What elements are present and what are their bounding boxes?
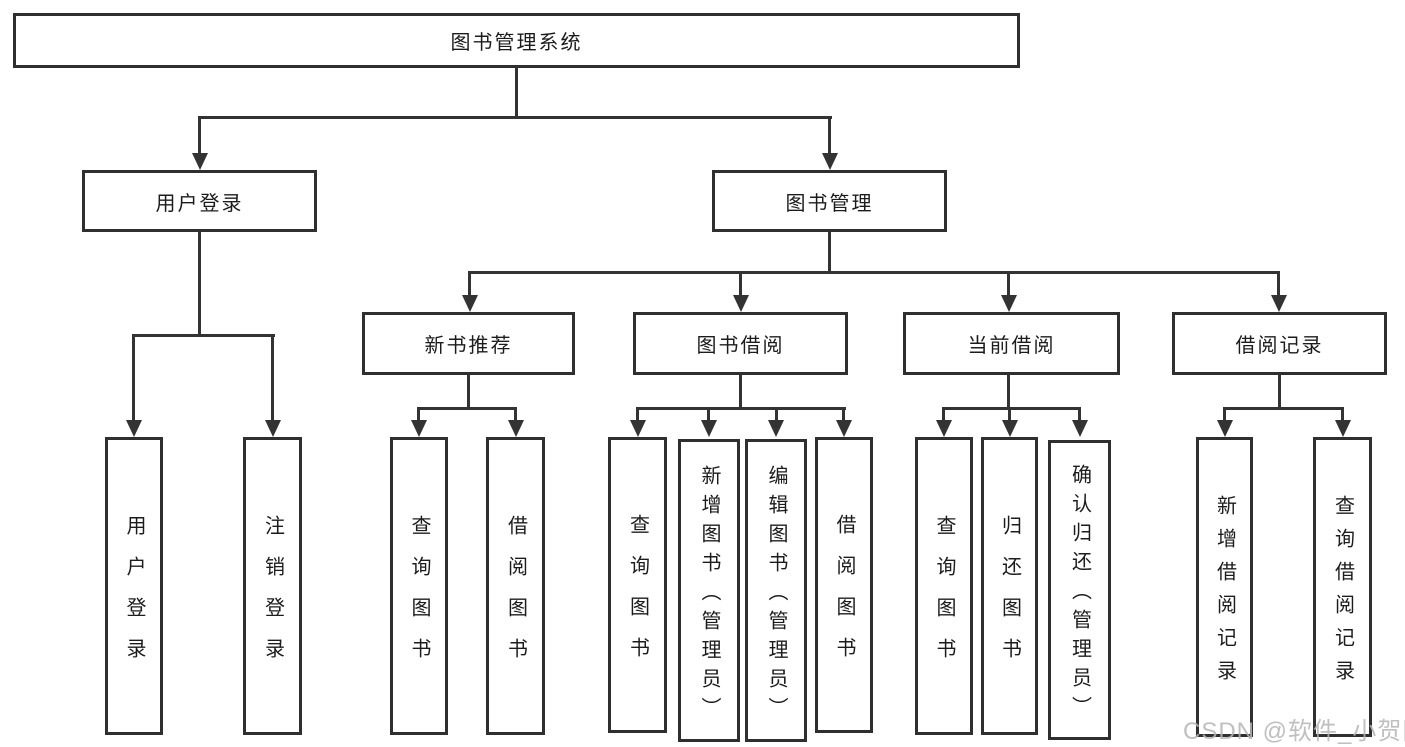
connector-line [198,116,201,154]
arrow-down-icon [462,295,478,312]
node-label: 新增图书（管理员） [698,464,720,726]
node-book-borrow: 图书借阅 [633,312,848,375]
node-borrow-record: 借阅记录 [1172,312,1387,375]
arrow-down-icon [1217,420,1233,437]
leaf-borrow-edit-book-admin: 编辑图书（管理员） [745,439,807,742]
connector-line [1341,407,1344,421]
node-label: 借阅记录 [1235,335,1324,357]
arrow-down-icon [1072,420,1088,437]
connector-line [1223,407,1344,410]
node-library-management-system: 图书管理系统 [13,13,1020,68]
arrow-down-icon [936,420,952,437]
leaf-recommend-borrow-book: 借阅图书 [486,437,545,735]
connector-line [1007,271,1010,296]
arrow-down-icon [192,153,208,170]
node-new-book-recommend: 新书推荐 [362,312,575,375]
arrow-down-icon [508,420,524,437]
leaf-current-return-book: 归还图书 [981,437,1038,735]
node-label: 查询图书 [933,514,955,679]
arrow-down-icon [265,420,281,437]
connector-line [1078,407,1081,421]
connector-line [739,375,742,409]
connector-line [132,334,135,421]
arrow-down-icon [630,420,646,437]
connector-line [636,407,846,410]
connector-line [775,407,778,421]
connector-line [1278,375,1281,409]
leaf-borrow-query-book: 查询图书 [608,437,667,733]
connector-line [942,407,945,421]
node-label: 确认归还（管理员） [1068,464,1091,725]
leaf-record-query-borrow-record: 查询借阅记录 [1313,437,1372,737]
node-label: 借阅图书 [504,514,527,679]
node-label: 查询图书 [408,514,430,679]
connector-line [468,271,1280,274]
arrow-down-icon [411,420,427,437]
node-label: 借阅图书 [833,513,855,678]
leaf-current-confirm-return-admin: 确认归还（管理员） [1048,440,1111,740]
connector-line [1277,271,1280,296]
arrow-down-icon [126,420,142,437]
node-label: 新书推荐 [424,335,513,357]
connector-line [842,407,845,421]
arrow-down-icon [1271,295,1287,312]
connector-line [515,68,518,119]
node-book-management: 图书管理 [712,170,947,232]
arrow-down-icon [1001,295,1017,312]
connector-line [417,407,420,421]
node-user-login: 用户登录 [82,170,317,232]
connector-line [636,407,639,421]
leaf-user-login: 用户登录 [105,437,163,735]
leaf-current-query-book: 查询图书 [915,437,973,735]
connector-line [828,232,831,274]
node-label: 新增借阅记录 [1213,494,1236,693]
node-label: 用户登录 [123,514,145,679]
connector-line [132,334,275,337]
leaf-borrow-borrow-book: 借阅图书 [815,437,873,733]
node-label: 当前借阅 [967,335,1056,357]
connector-line [514,407,517,421]
arrow-down-icon [1335,420,1351,437]
node-label: 图书借阅 [696,335,785,357]
node-label: 注销登录 [261,514,284,679]
leaf-recommend-query-book: 查询图书 [390,437,448,735]
arrow-down-icon [1002,420,1018,437]
connector-line [1007,375,1010,409]
connector-line [468,271,471,296]
connector-line [198,232,201,336]
connector-line [467,375,470,409]
connector-line [417,407,517,410]
csdn-watermark: CSDN @软件_小贺同学 [1183,718,1405,745]
connector-line [1223,407,1226,421]
connector-line [271,334,274,421]
node-label: 查询图书 [626,513,649,678]
arrow-down-icon [733,295,749,312]
node-label: 用户登录 [155,192,244,215]
node-current-borrow: 当前借阅 [903,312,1120,375]
arrow-down-icon [768,420,784,437]
connector-line [1008,407,1011,421]
node-label: 归还图书 [998,514,1021,679]
connector-line [739,271,742,296]
arrow-down-icon [836,420,852,437]
node-label: 图书管理 [785,192,874,215]
connector-line [198,116,832,119]
leaf-logout-login: 注销登录 [243,437,302,735]
connector-line [942,407,1081,410]
node-label: 编辑图书（管理员） [765,464,787,726]
node-label: 图书管理系统 [450,32,583,54]
arrow-down-icon [822,153,838,170]
leaf-borrow-add-book-admin: 新增图书（管理员） [678,439,740,742]
connector-line [707,407,710,421]
arrow-down-icon [701,420,717,437]
leaf-record-add-borrow-record: 新增借阅记录 [1196,437,1253,737]
connector-line [828,116,831,154]
node-label: 查询借阅记录 [1331,494,1354,693]
